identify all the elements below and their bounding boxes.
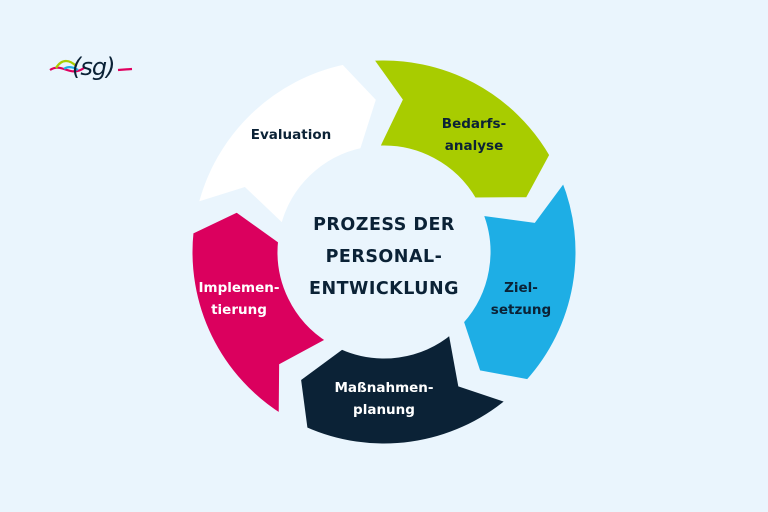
sg-logo: (sg) — [48, 48, 138, 88]
step-label-bedarfsanalyse: Bedarfs- analyse — [442, 113, 506, 157]
segment-evaluation — [192, 59, 382, 232]
step-label-zielsetzung: Ziel- setzung — [491, 277, 551, 321]
logo-swoosh-icon — [49, 59, 133, 73]
center-circle — [280, 149, 488, 357]
step-label-implementierung: Implemen- tierung — [199, 277, 280, 321]
label-line: Ziel- — [504, 280, 538, 296]
segment-zielsetzung — [458, 174, 581, 385]
label-line: tierung — [211, 302, 267, 318]
label-line: analyse — [444, 138, 504, 154]
logo-text: (sg) — [72, 53, 115, 81]
label-line: Evaluation — [250, 127, 332, 143]
title-line: PERSONAL- — [325, 247, 443, 267]
diagram-title: PROZESS DER PERSONAL- ENTWICKLUNG — [309, 209, 459, 305]
segment-bedarfsanalyse — [365, 55, 555, 203]
title-line: PROZESS DER — [313, 215, 455, 235]
label-line: Implemen- — [198, 280, 280, 296]
label-line: planung — [353, 402, 415, 418]
label-line: Maßnahmen- — [334, 380, 434, 396]
title-line: ENTWICKLUNG — [308, 279, 460, 299]
label-line: setzung — [490, 302, 552, 318]
label-line: Bedarfs- — [441, 116, 507, 132]
step-label-massnahmenplanung: Maßnahmen- planung — [334, 377, 433, 421]
step-label-evaluation: Evaluation — [251, 124, 331, 146]
